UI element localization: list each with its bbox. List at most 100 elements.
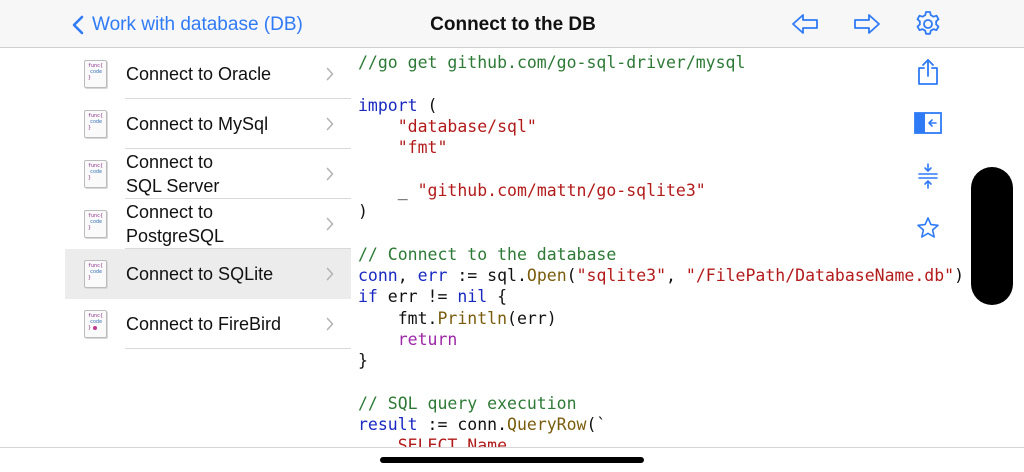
code-line: fmt.Println(err) [358, 308, 968, 329]
code-token: if [358, 287, 378, 307]
code-token: // Connect to the database [358, 244, 617, 264]
code-file-icon: func{code} [84, 60, 107, 88]
code-file-icon-text: func{ [88, 63, 104, 69]
code-file-icon-text: func{ [88, 113, 104, 119]
code-line: "fmt" [358, 137, 968, 158]
sidebar-item[interactable]: func{code}Connect to FireBird [65, 299, 351, 349]
code-file-icon-text: code [90, 269, 103, 275]
chevron-right-icon [326, 217, 334, 231]
sidebar-item[interactable]: func{code} Connect to MySql [65, 99, 351, 149]
code-file-icon-text: func{ [88, 263, 104, 269]
code-token: "/FilePath/DatabaseName.db" [685, 265, 955, 285]
bottom-divider [0, 447, 1024, 448]
side-handle[interactable] [971, 167, 1013, 305]
code-token: // SQL query execution [358, 393, 577, 413]
code-line: ​ [358, 222, 968, 243]
next-button[interactable] [852, 10, 882, 38]
code-line: _ "github.com/mattn/go-sqlite3" [358, 180, 968, 201]
code-token: "database/sql" [397, 116, 537, 136]
sidebar-item[interactable]: func{code} Connect to Oracle [65, 49, 351, 99]
page-title: Connect to the DB [430, 14, 596, 35]
code-file-icon: func{code} [84, 160, 107, 188]
sidebar-item-label: Connect to Oracle [126, 62, 271, 86]
code-token: (err) [507, 308, 557, 328]
code-file-icon-text: func{ [88, 213, 104, 219]
code-file-icon-text: code [90, 119, 103, 125]
code-file-icon-text: code [90, 319, 103, 325]
code-token: "sqlite3" [576, 265, 667, 285]
code-token: nil [457, 287, 488, 307]
code-token: { [487, 287, 508, 307]
code-file-icon-text: code [90, 69, 103, 75]
settings-button[interactable] [913, 10, 943, 38]
code-token: := sql. [447, 265, 527, 285]
sidebar-item-label-line: Connect to [126, 152, 214, 172]
share-button[interactable] [913, 57, 943, 87]
sidebar-item[interactable]: func{code} Connect to SQLite [65, 249, 351, 299]
code-file-dot [93, 325, 98, 330]
sidebar-item-label: Connect to FireBird [126, 312, 281, 336]
code-token: ) [358, 202, 368, 222]
collapse-button[interactable] [913, 161, 943, 191]
code-file-icon: func{code} [84, 110, 107, 138]
code-token: , [666, 265, 686, 285]
code-token: } [358, 351, 368, 371]
previous-button[interactable] [790, 10, 820, 38]
chevron-right-icon [326, 317, 334, 331]
row-separator [125, 198, 351, 199]
code-token [358, 138, 398, 157]
code-line: // SQL query execution [358, 393, 968, 414]
code-file-icon: func{code} [84, 260, 107, 288]
code-line: ​ [358, 371, 968, 392]
code-token: "github.com/mattn/go-sqlite3" [417, 180, 706, 200]
code-file-icon-text: } [88, 175, 92, 181]
code-token: ( [417, 95, 438, 115]
code-token: return [397, 329, 458, 349]
sidebar-item-label: Connect to SQL Server [126, 150, 219, 198]
code-token: , [397, 265, 418, 285]
home-indicator[interactable] [380, 457, 644, 463]
sidebar-item-label-line: Connect to SQLite [126, 264, 274, 284]
code-file-icon-text: } [88, 125, 92, 131]
chevron-right-icon [326, 267, 334, 281]
code-token: := conn. [417, 415, 508, 435]
code-token: _ [358, 180, 418, 200]
sidebar-item-label: Connect to SQLite [126, 262, 273, 286]
sidebar-item[interactable]: func{code} Connect to SQL Server [65, 149, 351, 199]
code-token: ) [954, 265, 965, 285]
sidebar-item-label-line: Connect to FireBird [126, 314, 282, 334]
code-token: fmt. [358, 308, 438, 328]
code-token: //go get github.com/go-sql-driver/mysql [358, 53, 746, 72]
code-line: ​ [358, 158, 968, 179]
sidebar-item-label-line: Connect to MySql [126, 114, 269, 134]
code-file-icon-text: code [90, 169, 103, 175]
code-token: import [358, 95, 418, 115]
sidebar-toggle-button[interactable] [913, 108, 943, 138]
code-line: //go get github.com/go-sql-driver/mysql [358, 52, 968, 73]
code-line: if err != nil { [358, 286, 968, 307]
code-token: conn [358, 265, 398, 285]
sidebar-item-label-line: SQL Server [126, 176, 220, 196]
code-file-icon-text: } [88, 75, 92, 81]
row-separator [125, 248, 351, 249]
chevron-right-icon [326, 67, 334, 81]
code-line: ​ [358, 73, 968, 94]
favorite-button[interactable] [913, 213, 943, 243]
row-separator [125, 98, 351, 99]
row-separator [125, 348, 351, 349]
code-file-icon-text: code [90, 219, 103, 225]
gear-icon [916, 11, 940, 35]
code-token: ( [566, 265, 577, 285]
sidebar-item-label-line: Connect to Oracle [126, 64, 272, 84]
back-button[interactable]: Work with database (DB) [72, 12, 303, 38]
code-line: conn, err := sql.Open("sqlite3", "/FileP… [358, 265, 968, 286]
code-token [358, 330, 398, 349]
code-file-icon-text: func{ [88, 313, 104, 319]
code-token [358, 117, 398, 136]
code-file-icon-text: } [88, 225, 92, 231]
code-line: // Connect to the database [358, 244, 968, 265]
code-view: //go get github.com/go-sql-driver/mysql​… [358, 52, 968, 448]
